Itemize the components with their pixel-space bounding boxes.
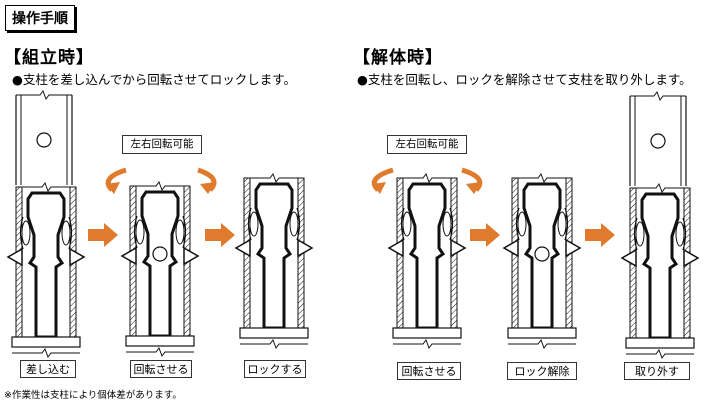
assembly-step1-figure	[6, 90, 86, 359]
assembly-step3-label: ロックする	[244, 360, 306, 378]
disassembly-step2-label: ロック解除	[507, 362, 577, 380]
assembly-arrow-2	[205, 223, 235, 247]
disassembly-step2-figure	[502, 172, 582, 350]
assembly-description: ●支柱を差し込んでから回転させてロックします。	[12, 72, 297, 87]
disassembly-arrow-2	[585, 223, 615, 247]
assembly-step2-label: 回転させる	[130, 360, 192, 378]
disassembly-step3-figure	[620, 91, 700, 360]
disassembly-heading: 【解体時】	[353, 48, 443, 68]
disassembly-step1-label: 回転させる	[397, 362, 461, 380]
disassembly-description: ●支柱を回転し、ロックを解除させて支柱を取り外します。	[357, 72, 692, 87]
footnote: ※作業性は支柱により個体差があります。	[4, 390, 182, 401]
assembly-step2-figure	[120, 180, 200, 358]
disassembly-rotation-label: 左右回転可能	[387, 135, 467, 154]
assembly-step3-figure	[234, 172, 314, 350]
page-title: 操作手順	[5, 5, 75, 31]
assembly-rotation-label: 左右回転可能	[122, 135, 202, 154]
assembly-step1-label: 差し込む	[20, 360, 76, 378]
disassembly-step3-label: 取り外す	[624, 362, 690, 380]
assembly-heading: 【組立時】	[4, 48, 94, 68]
disassembly-step1-figure	[387, 172, 467, 350]
disassembly-arrow-1	[470, 223, 500, 247]
assembly-arrow-1	[88, 223, 118, 247]
